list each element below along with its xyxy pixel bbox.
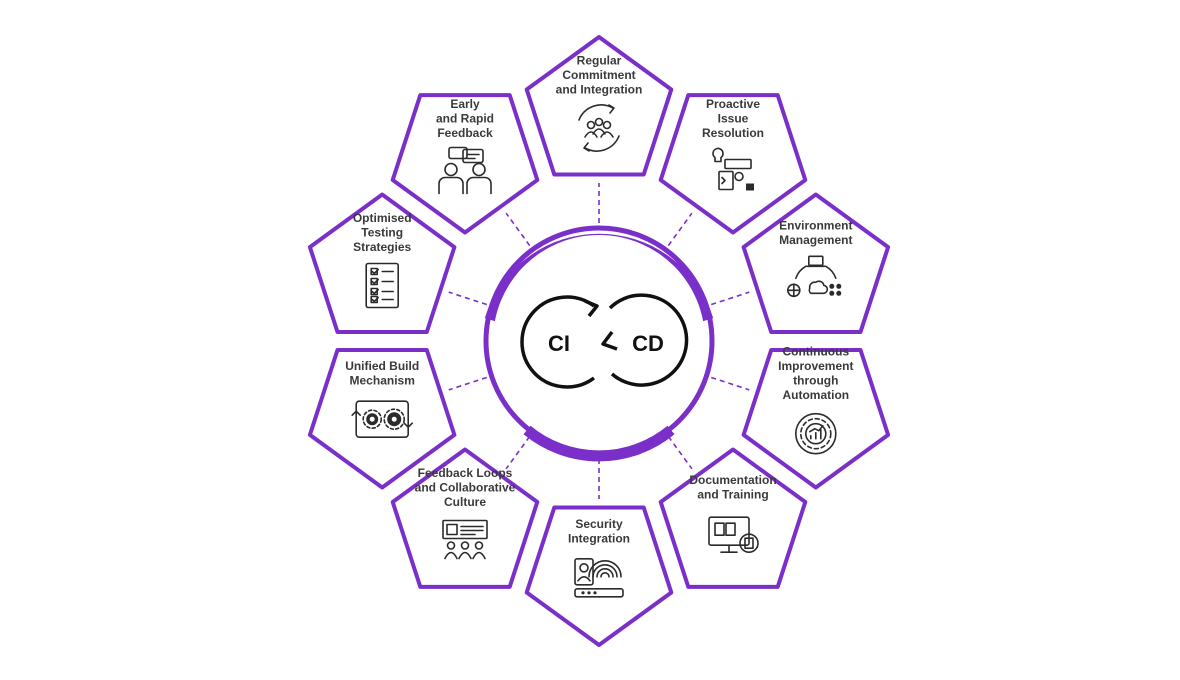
label-line: and Integration <box>556 83 643 97</box>
ci-loop-icon <box>520 295 596 389</box>
label-line: Feedback <box>437 126 493 140</box>
pentagon-shape <box>390 93 540 235</box>
label-line: Feedback Loops <box>418 466 513 480</box>
label-line: and Collaborative <box>415 481 516 495</box>
presentation-audience-icon <box>442 519 488 560</box>
label-line: Issue <box>718 112 749 126</box>
cd-label: CD <box>632 331 664 356</box>
label-line: Regular <box>577 54 622 68</box>
pentagon-shape <box>524 505 674 647</box>
label-line: Culture <box>444 495 486 509</box>
team-cycle-icon <box>578 104 620 152</box>
label-line: Mechanism <box>350 374 415 388</box>
cd-loop-arrowhead-icon <box>601 330 618 351</box>
ci-loop-arrowhead-icon <box>584 299 599 318</box>
label-line: Testing <box>361 226 403 240</box>
monitor-docs-icon <box>708 516 759 554</box>
label-line: Integration <box>568 531 630 545</box>
label-line: Continuous <box>782 345 849 359</box>
label-line: Security <box>575 517 623 531</box>
cloud-network-icon <box>786 255 842 298</box>
pentagon-shape <box>741 192 891 334</box>
pentagon-shape <box>307 348 457 490</box>
connector-documentation-training <box>667 435 693 470</box>
connector-proactive-issue <box>667 212 693 247</box>
connector-unified-build <box>448 376 488 391</box>
fingerprint-id-icon <box>574 557 624 598</box>
pentagon-shape <box>390 447 540 589</box>
label-line: Improvement <box>778 359 853 373</box>
label-line: Management <box>779 233 852 247</box>
cd-loop-icon <box>608 293 689 387</box>
connector-early-feedback <box>505 212 531 247</box>
label-line: Strategies <box>353 240 411 254</box>
label-line: Optimised <box>353 211 412 225</box>
label-line: Proactive <box>706 97 760 111</box>
checklist-icon <box>365 262 400 309</box>
connector-feedback-loops <box>505 435 531 470</box>
gear-chart-icon <box>794 412 837 455</box>
label-line: Documentation <box>689 473 776 487</box>
label-line: Unified Build <box>345 359 419 373</box>
hub-inner-fill <box>493 235 705 447</box>
label-line: through <box>793 374 838 388</box>
connector-lines <box>448 183 750 499</box>
connector-environment-management <box>710 291 750 306</box>
central-hub: CI CD <box>483 225 715 462</box>
label-line: Resolution <box>702 126 764 140</box>
connector-optimised-testing <box>448 291 488 306</box>
ci-label: CI <box>548 331 570 356</box>
pentagon-shape <box>658 93 808 235</box>
connector-continuous-improvement <box>710 376 750 391</box>
label-line: Commitment <box>562 68 635 82</box>
hub-bottom-arc-accent <box>523 425 675 462</box>
label-line: and Training <box>697 488 768 502</box>
label-line: and Rapid <box>436 112 494 126</box>
label-line: Early <box>450 97 480 111</box>
label-line: Automation <box>782 388 849 402</box>
pentagon-shape <box>658 447 808 589</box>
label-line: Environment <box>779 218 852 232</box>
gears-cycle-icon <box>351 400 414 439</box>
conversation-icon <box>438 146 492 195</box>
code-debug-icon <box>712 147 754 191</box>
